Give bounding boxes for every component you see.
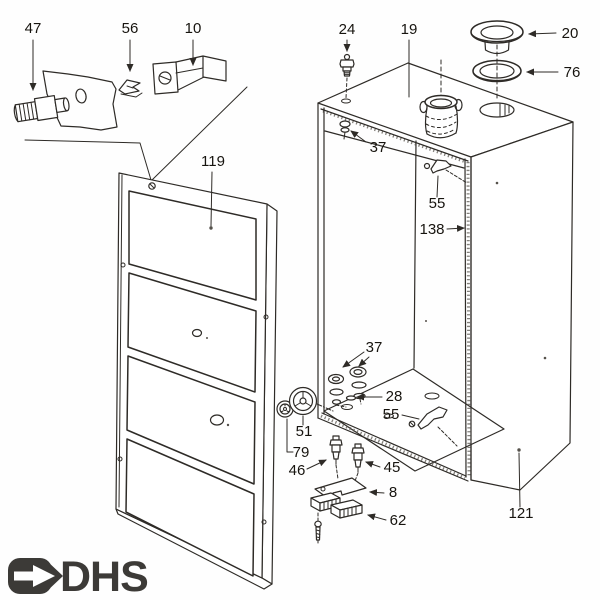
door-sight-hole <box>209 414 225 426</box>
callout-45: 45 <box>384 459 401 476</box>
floor-hole <box>341 404 353 410</box>
floor-hole <box>424 392 440 400</box>
sensor-hole <box>341 98 351 104</box>
callout-19: 19 <box>401 21 418 38</box>
part-62-terminal-blocks <box>310 492 363 522</box>
callout-37-lower: 37 <box>366 339 383 356</box>
sketch-hole <box>75 88 87 104</box>
inset-detail-sketch <box>13 55 248 181</box>
gasket-seal-bottom <box>320 414 466 480</box>
callout-138: 138 <box>419 221 444 238</box>
casing-box <box>317 59 574 491</box>
part-55-clip-upper <box>423 159 468 184</box>
box-floor <box>323 368 505 472</box>
part-20-collar <box>470 20 524 55</box>
part-55-clip-lower <box>408 406 458 447</box>
callout-20: 20 <box>562 25 579 42</box>
callout-24: 24 <box>339 21 356 38</box>
part-46-electrode <box>329 435 343 480</box>
callout-28: 28 <box>386 388 403 405</box>
callout-79: 79 <box>293 444 310 461</box>
inset-locator-lines <box>24 86 248 181</box>
dhs-arrow-icon <box>8 558 63 594</box>
callout-55-lower: 55 <box>383 406 400 423</box>
door-peep-hole <box>191 328 203 338</box>
callout-51: 51 <box>296 423 313 440</box>
door-screw <box>148 182 156 190</box>
door-recessed-panel-4 <box>125 438 255 577</box>
callout-76: 76 <box>564 64 581 81</box>
callout-47: 47 <box>25 20 42 37</box>
door-recessed-panel-3 <box>126 355 256 485</box>
part-screw <box>314 520 322 544</box>
part-28-washer <box>345 395 357 401</box>
door-hole <box>263 314 269 320</box>
part-45-electrode <box>351 443 365 482</box>
flue-collar-19 <box>419 59 463 139</box>
callout-121: 121 <box>508 505 533 522</box>
callout-37-upper: 37 <box>370 139 387 156</box>
dhs-logo-text: DHS <box>60 553 148 600</box>
part-51-knob <box>288 386 334 416</box>
callout-55-upper: 55 <box>429 195 446 212</box>
part-56-clip <box>118 79 143 98</box>
callout-62: 62 <box>390 512 407 529</box>
callout-10: 10 <box>185 20 202 37</box>
part-24-sensor <box>339 53 355 99</box>
door-panel-119 <box>115 172 278 590</box>
part-37-grommet-upper <box>339 120 351 140</box>
part-47-threaded-plug <box>13 95 70 123</box>
callout-46: 46 <box>289 462 306 479</box>
callout-119: 119 <box>201 153 225 170</box>
callout-56: 56 <box>122 20 139 37</box>
callout-8: 8 <box>389 484 397 501</box>
door-hole <box>117 456 123 462</box>
flue-hole <box>479 102 515 118</box>
floor-hole <box>384 413 394 419</box>
gasket-seal-138-side <box>466 161 471 477</box>
part-10-bracket <box>152 55 227 95</box>
door-hole <box>261 519 267 525</box>
callout-labels: 47 56 10 24 19 20 76 37 55 138 119 37 28… <box>25 20 581 529</box>
door-hole <box>120 262 126 268</box>
leader-lines <box>29 30 559 521</box>
dhs-logo: DHS <box>8 553 149 600</box>
door-recessed-panel-1 <box>128 190 257 301</box>
part-79-wheel <box>276 400 294 418</box>
box-interior-corner <box>413 140 417 369</box>
part-76-gasket-ring <box>472 44 522 100</box>
